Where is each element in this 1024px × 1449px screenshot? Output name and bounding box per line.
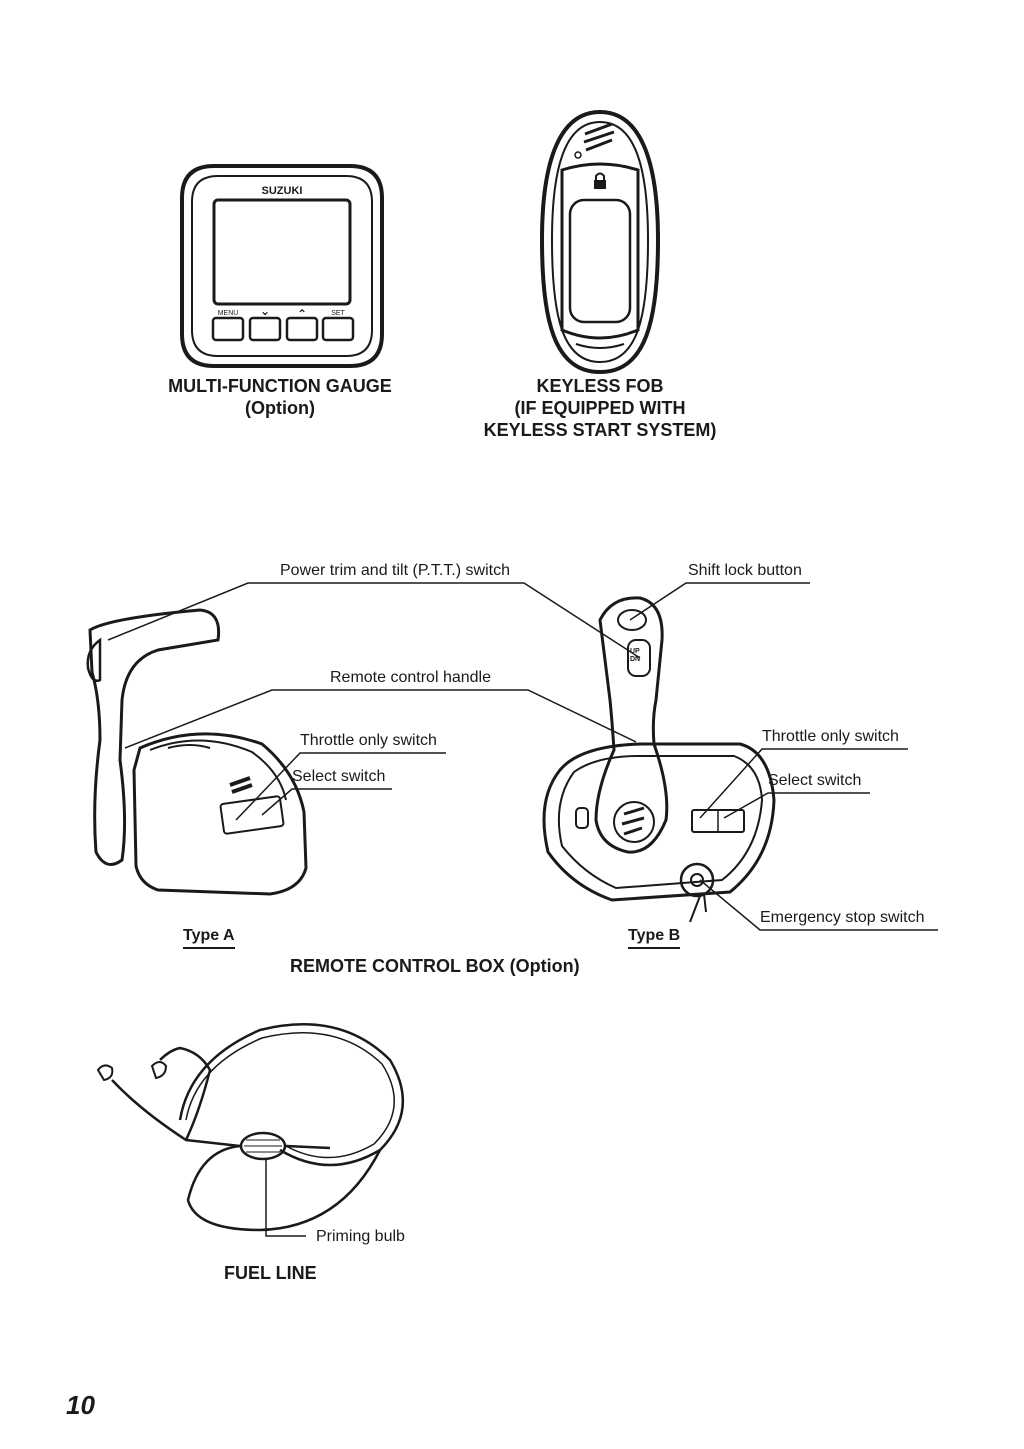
fuel-line-illustration — [96, 1023, 405, 1232]
type-b-label: Type B — [628, 927, 681, 949]
gauge-caption: MULTI-FUNCTION GAUGE (Option) — [140, 375, 420, 419]
emergency-stop-switch-label: Emergency stop switch — [760, 909, 925, 926]
ptt-up-dn-text: UP DN — [630, 648, 640, 664]
type-a-label: Type A — [183, 927, 235, 949]
gauge-menu-label: MENU — [218, 310, 239, 317]
select-switch-b-label: Select switch — [768, 772, 862, 789]
priming-bulb-label: Priming bulb — [316, 1228, 405, 1245]
fuel-line-caption: FUEL LINE — [224, 1263, 317, 1283]
priming-bulb-leader — [265, 1158, 306, 1237]
fob-caption-line1: KEYLESS FOB — [536, 376, 664, 396]
ptt-switch-label: Power trim and tilt (P.T.T.) switch — [280, 562, 510, 579]
select-switch-a-label: Select switch — [292, 768, 386, 785]
remote-type-a-illustration — [86, 608, 308, 896]
remote-control-box-caption: REMOTE CONTROL BOX (Option) — [290, 956, 580, 976]
gauge-brand-text: SUZUKI — [262, 185, 303, 197]
remote-leader-lines — [107, 582, 938, 931]
fob-caption-line2: (IF EQUIPPED WITH — [514, 398, 686, 418]
gauge-caption-line2: (Option) — [245, 398, 315, 418]
gauge-set-label: SET — [331, 310, 345, 317]
multi-function-gauge-illustration — [180, 164, 384, 368]
ptt-dn-text: DN — [630, 656, 641, 663]
gauge-up-label: ⌃ — [297, 307, 307, 321]
shift-lock-button-label: Shift lock button — [688, 562, 802, 579]
throttle-only-switch-b-label: Throttle only switch — [762, 728, 899, 745]
remote-type-b-illustration — [542, 596, 776, 923]
gauge-caption-line1: MULTI-FUNCTION GAUGE — [168, 376, 392, 396]
ptt-up-text: UP — [630, 648, 640, 655]
fob-caption-line3: KEYLESS START SYSTEM) — [483, 420, 717, 440]
fob-caption: KEYLESS FOB (IF EQUIPPED WITH KEYLESS ST… — [450, 375, 750, 441]
page-number: 10 — [66, 1390, 95, 1420]
keyless-fob-illustration — [539, 109, 661, 375]
gauge-down-label: ⌄ — [260, 304, 270, 318]
throttle-only-switch-a-label: Throttle only switch — [300, 732, 437, 749]
remote-control-handle-label: Remote control handle — [330, 669, 491, 686]
